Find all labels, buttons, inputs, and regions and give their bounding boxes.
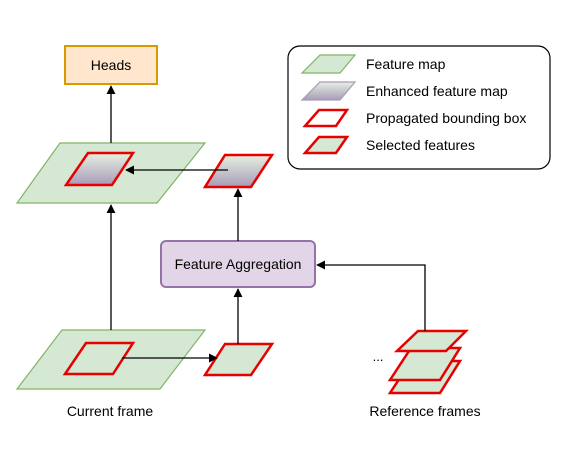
legend-enhanced-swatch [300,81,357,101]
heads-node: Heads [64,45,158,85]
reference-frames-label: Reference frames [369,403,480,419]
aggregated-selected-feature [202,153,275,189]
legend-bbox-label: Propagated bounding box [366,110,526,126]
legend-enhanced-label: Enhanced feature map [366,83,508,99]
legend-selected-label: Selected features [366,137,475,153]
legend-feature-map-swatch [300,54,357,74]
propagated-bbox-current [62,341,136,376]
enhanced-bbox-region [63,151,136,187]
legend: Feature map Enhanced feature map Propaga… [287,45,551,170]
reference-frames-stack [387,329,470,395]
selected-features-current [202,342,275,377]
heads-label: Heads [91,57,131,73]
feature-aggregation-node: Feature Aggregation [160,240,316,288]
current-feature-map [15,329,207,390]
reference-ellipsis: ... [373,349,384,364]
arrow-reference-to-aggregation [316,260,426,331]
current-frame-label: Current frame [67,403,154,419]
enhanced-current-feature-map [15,142,207,204]
legend-feature-map-label: Feature map [366,56,446,72]
feature-aggregation-label: Feature Aggregation [175,256,302,272]
legend-bbox-swatch [302,108,350,128]
legend-selected-swatch [302,135,350,155]
